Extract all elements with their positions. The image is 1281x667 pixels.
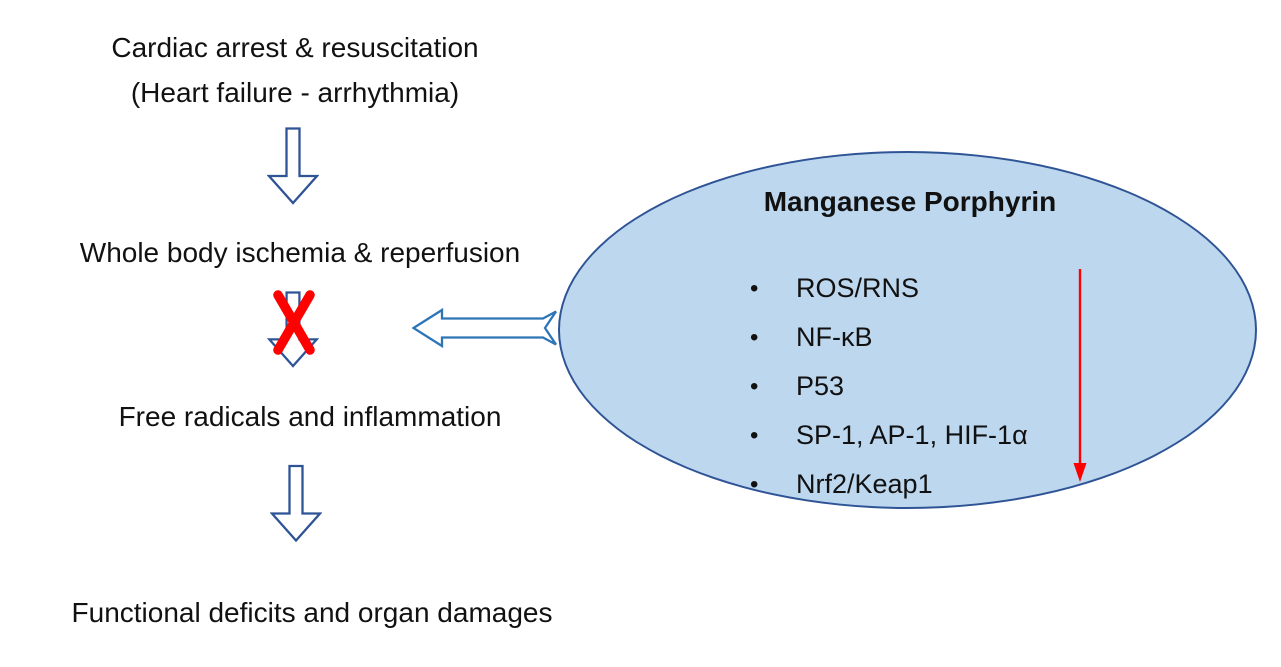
bullet-icon: • [750,470,759,498]
bullet-label: P53 [796,371,845,401]
manganese-porphyrin-bubble [558,151,1257,509]
decrease-arrow-icon [1073,269,1087,482]
bullet-icon: • [750,372,759,400]
list-item: • P53 [750,362,1028,411]
step-ischemia-reperfusion: Whole body ischemia & reperfusion [79,237,521,268]
bullet-icon: • [750,421,759,449]
list-item: • Nrf2/Keap1 [750,460,1028,509]
left-arrow-icon [412,307,557,349]
list-item: • SP-1, AP-1, HIF-1α [750,411,1028,460]
bullet-label: ROS/RNS [796,273,920,303]
bullet-icon: • [750,323,759,351]
bullet-icon: • [750,274,759,302]
down-arrow-shape [267,127,319,205]
down-arrow-icon [267,127,319,205]
left-arrow-shape [412,307,557,349]
bullet-label: NF-κB [796,322,873,352]
list-item: • ROS/RNS [750,264,1028,313]
down-arrow-icon [270,464,322,543]
bubble-title: Manganese Porphyrin [763,186,1057,217]
down-arrow-shape [270,464,322,543]
step-cardiac-arrest-line2: (Heart failure - arrhythmia) [130,77,460,108]
bullet-label: Nrf2/Keap1 [796,469,933,499]
step-cardiac-arrest: Cardiac arrest & resuscitation (Heart fa… [40,25,550,115]
decrease-arrow-head [1073,463,1087,482]
list-item: • NF-κB [750,313,1028,362]
step-free-radicals: Free radicals and inflammation [118,401,502,432]
bullet-label: SP-1, AP-1, HIF-1α [796,420,1028,450]
x-mark-stroke [273,290,315,355]
x-mark-icon [273,290,315,355]
step-cardiac-arrest-line1: Cardiac arrest & resuscitation [111,32,479,63]
step-functional-deficits: Functional deficits and organ damages [71,597,553,628]
bubble-bullet-list: • ROS/RNS • NF-κB • P53 • SP-1, AP-1, HI… [750,264,1028,509]
